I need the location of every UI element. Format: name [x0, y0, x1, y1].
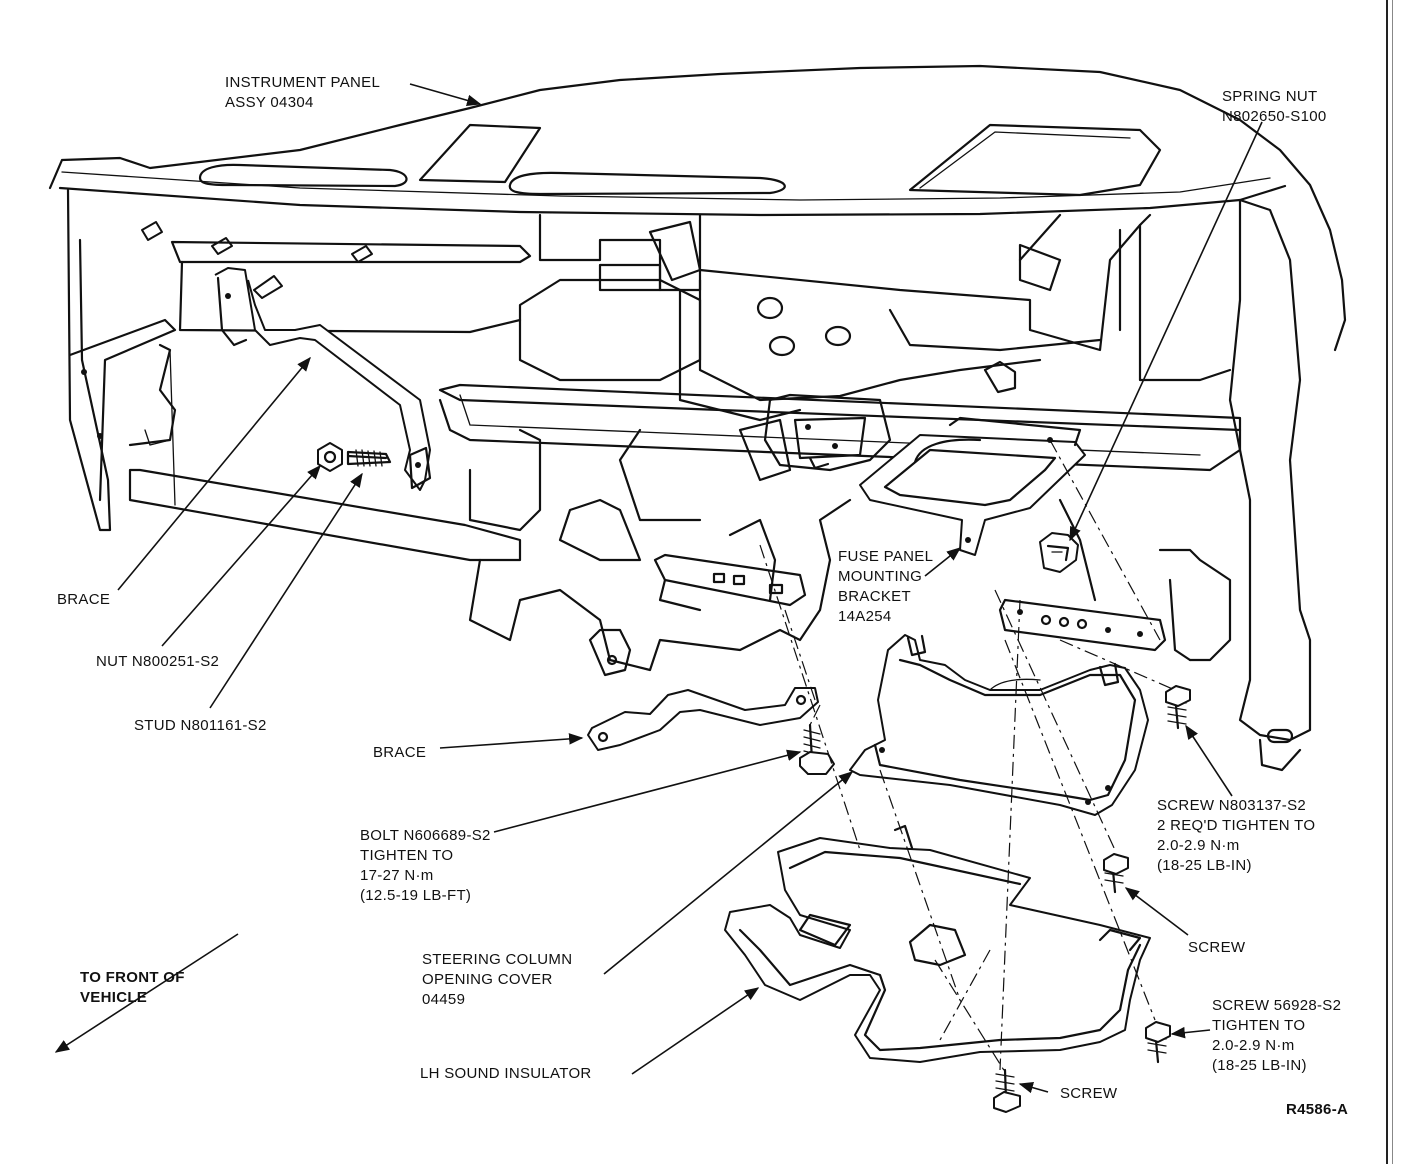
fuse-panel-mounting-bracket-part — [860, 418, 1085, 555]
label-bolt: BOLT N606689-S2 TIGHTEN TO 17-27 N·m (12… — [360, 827, 491, 904]
brace-lower-part — [588, 688, 818, 750]
steering-column-opening-cover-part — [850, 635, 1148, 815]
stud-part — [348, 450, 390, 466]
screw-bottom-part — [994, 1070, 1020, 1112]
brace-left-part — [215, 268, 430, 490]
lh-sound-insulator-part — [725, 826, 1150, 1062]
nut-part — [318, 443, 342, 471]
page-edge — [1386, 0, 1388, 1164]
leader-lines — [54, 83, 1263, 1094]
label-stud: STUD N801161-S2 — [134, 717, 267, 734]
figure-id: R4586-A — [1286, 1101, 1349, 1118]
screw-56928-part — [1146, 1022, 1170, 1062]
label-fuse-panel-bracket: FUSE PANEL MOUNTING BRACKET 14A254 — [838, 548, 934, 625]
label-steering-column-cover: STEERING COLUMN OPENING COVER 04459 — [422, 951, 573, 1008]
spring-nut-part — [1040, 533, 1078, 572]
label-instrument-panel: INSTRUMENT PANEL ASSY 04304 — [225, 74, 381, 111]
locating-pins — [142, 222, 372, 298]
label-spring-nut: SPRING NUT N802650-S100 — [1222, 88, 1327, 125]
instrument-panel-assembly — [50, 66, 1345, 770]
page-edge-shadow — [1392, 0, 1393, 1164]
screw-mid-part — [1104, 854, 1128, 892]
screw-n803137-part — [1166, 686, 1190, 728]
alignment-lines — [759, 439, 1176, 1073]
label-screw-bottom: SCREW — [1060, 1085, 1118, 1102]
label-brace-left: BRACE — [57, 591, 111, 608]
label-lh-sound-insulator: LH SOUND INSULATOR — [420, 1065, 592, 1082]
label-front-of-vehicle: TO FRONT OF VEHICLE — [80, 969, 185, 1006]
label-screw-mid: SCREW — [1188, 939, 1246, 956]
label-screw-56928: SCREW 56928-S2 TIGHTEN TO 2.0-2.9 N·m (1… — [1212, 997, 1342, 1074]
label-brace-lower: BRACE — [373, 744, 427, 761]
bolt-part — [800, 725, 834, 774]
label-nut: NUT N800251-S2 — [96, 653, 220, 670]
label-screw-n803137: SCREW N803137-S2 2 REQ'D TIGHTEN TO 2.0-… — [1157, 797, 1316, 874]
